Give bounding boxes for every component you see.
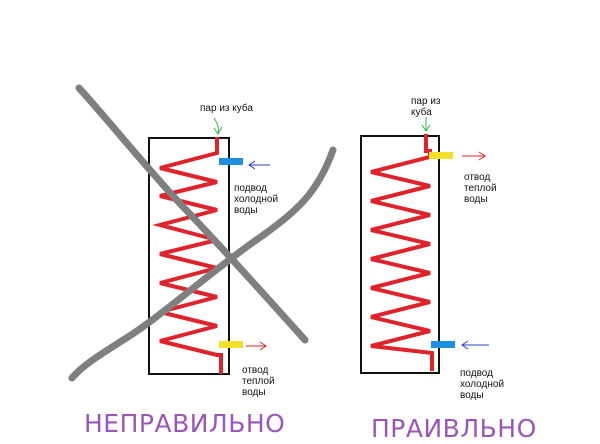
right-warm-water-pipe (429, 152, 453, 159)
right-verdict: ПРАИВЛЬНО (371, 414, 537, 443)
right-outlet-label-line: отвод (464, 172, 491, 183)
wrong-cold-water-pipe (219, 158, 243, 165)
right-outlet-label-line: воды (464, 194, 488, 205)
right-condenser (360, 117, 489, 374)
cross-out-mark (68, 84, 337, 382)
right-inlet-label-line: подвод (460, 368, 493, 379)
wrong-steam-label: пар из куба (200, 103, 253, 114)
right-inlet-label: подвод холодной воды (460, 368, 504, 401)
wrong-outlet-label-line: воды (242, 387, 266, 398)
right-inlet-label-line: воды (460, 390, 484, 401)
wrong-warm-water-pipe (219, 341, 243, 348)
wrong-outlet-label-line: теплой (242, 376, 275, 387)
right-warm-outlet-arrow (462, 151, 486, 161)
right-condenser-body (360, 135, 440, 374)
wrong-steam-arrow (213, 117, 223, 135)
right-outlet-label-line: теплой (464, 183, 497, 194)
wrong-inlet-label: подвод холодной воды (234, 183, 278, 216)
wrong-outlet-label: отвод теплой воды (242, 365, 275, 398)
wrong-outlet-label-line: отвод (242, 365, 269, 376)
right-steam-label-line: пар из (411, 96, 441, 107)
right-cold-water-pipe (431, 341, 455, 348)
right-cold-inlet-arrow (461, 340, 489, 350)
right-outlet-label: отвод теплой воды (464, 172, 497, 205)
wrong-inlet-label-line: воды (234, 205, 258, 216)
right-steam-arrow (421, 117, 431, 132)
wrong-verdict: НЕПРАВИЛЬНО (84, 409, 286, 438)
wrong-warm-outlet-arrow (246, 341, 267, 351)
right-coil (370, 134, 434, 371)
wrong-coil (152, 137, 223, 374)
right-steam-label-line: куба (411, 107, 432, 118)
wrong-inlet-label-line: холодной (234, 194, 279, 205)
right-steam-label: пар из куба (411, 96, 441, 118)
wrong-cold-inlet-arrow (248, 160, 270, 170)
wrong-inlet-label-line: подвод (234, 183, 267, 194)
right-inlet-label-line: холодной (460, 379, 505, 390)
